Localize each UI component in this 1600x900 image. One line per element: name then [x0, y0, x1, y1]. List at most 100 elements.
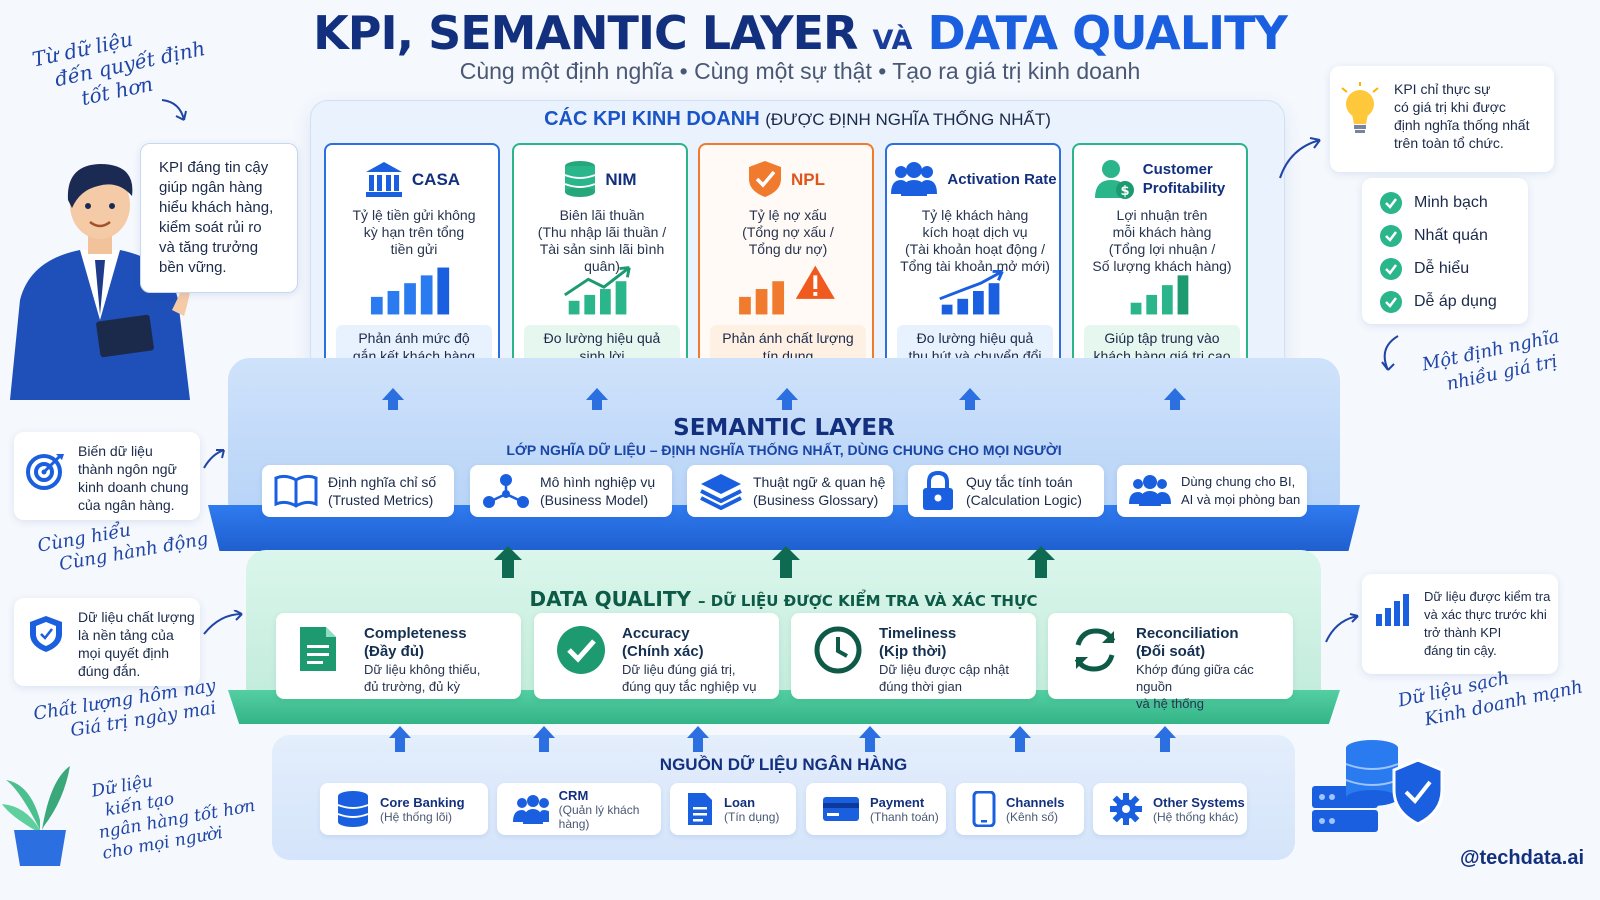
up-arrow-icon — [533, 726, 555, 752]
kpi-foot-line: Đo lường hiệu quả — [543, 330, 661, 346]
kpi-desc-line: (Tổng nợ xấu / — [742, 224, 834, 240]
dq-item-desc: và hệ thống — [1136, 696, 1204, 711]
kpi-description: Tỷ lệ khách hàng kích hoạt dịch vụ (Tài … — [893, 207, 1057, 275]
dq-item-accuracy[interactable]: Accuracy(Chính xác) Dữ liệu đúng giá trị… — [534, 613, 779, 699]
semantic-item-trusted-metrics[interactable]: Định nghĩa chỉ số(Trusted Metrics) — [262, 465, 454, 517]
source-crm[interactable]: CRM(Quản lý khách hàng) — [497, 783, 661, 835]
up-arrow-icon — [382, 388, 404, 410]
sync-icon — [1074, 628, 1116, 672]
semantic-item-sublabel: (Calculation Logic) — [966, 492, 1082, 508]
checklist-item: Minh bạch — [1380, 186, 1528, 219]
note-line: trên toàn tổ chức. — [1394, 135, 1504, 151]
bank-icon — [365, 162, 402, 197]
up-arrow-icon — [687, 726, 709, 752]
source-other-systems[interactable]: Other Systems(Hệ thống khác) — [1093, 783, 1247, 835]
dq-item-desc: đủ trường, đủ kỳ — [364, 679, 460, 694]
kpi-name-line2: Profitability — [1142, 180, 1226, 197]
title-part1: KPI, SEMANTIC LAYER — [313, 6, 858, 60]
semantic-item-label: Mô hình nghiệp vụ — [540, 474, 656, 490]
dq-item-desc: Dữ liệu được cập nhật — [879, 662, 1009, 677]
source-name: Channels — [1006, 794, 1065, 810]
kpi-title-suffix: (ĐƯỢC ĐỊNH NGHĨA THỐNG NHẤT) — [765, 110, 1051, 129]
check-circle-icon — [1380, 290, 1402, 313]
note-quality-foundation: Dữ liệu chất lượng là nền tảng của mọi q… — [14, 598, 200, 686]
source-loan[interactable]: Loan(Tín dụng) — [670, 783, 796, 835]
dq-item-desc: đúng quy tắc nghiệp vụ — [622, 679, 757, 694]
flow-arrows — [494, 546, 1055, 578]
page-title: KPI, SEMANTIC LAYER VÀ DATA QUALITY — [0, 6, 1600, 60]
kpi-card-casa[interactable]: CASA Tỷ lệ tiền gửi không kỳ hạn trên tổ… — [324, 143, 500, 375]
page-subtitle: Cùng một định nghĩa • Cùng một sự thật •… — [459, 58, 1141, 84]
dq-title-main: DATA QUALITY — [529, 587, 691, 611]
semantic-item-business-glossary[interactable]: Thuật ngữ & quan hệ(Business Glossary) — [687, 465, 893, 517]
source-payment[interactable]: Payment(Thanh toán) — [806, 783, 946, 835]
coins-icon — [565, 161, 596, 197]
check-circle-icon — [1380, 191, 1402, 214]
note-line: Dữ liệu được kiểm tra — [1424, 589, 1551, 604]
semantic-item-sublabel: AI và mọi phòng ban — [1181, 492, 1301, 507]
kpi-card-customer-profitability[interactable]: $ Customer Profitability Lợi nhuận trên … — [1072, 143, 1248, 375]
up-arrow-icon — [772, 546, 800, 578]
bar-chart-icon — [1376, 594, 1409, 626]
source-name: Loan — [724, 794, 756, 810]
kpi-title-main: CÁC KPI KINH DOANH — [544, 108, 760, 130]
semantic-item-business-model[interactable]: Mô hình nghiệp vụ(Business Model) — [470, 465, 672, 517]
card-icon — [823, 797, 859, 821]
gear-icon — [1110, 793, 1142, 825]
dq-item-name: Accuracy — [622, 625, 690, 642]
risk-chart-icon — [739, 265, 835, 315]
source-subtitle: (Hệ thống khác) — [1153, 809, 1239, 824]
arrow-icon — [1325, 613, 1359, 643]
kpi-card-activation-rate[interactable]: Activation Rate Tỷ lệ khách hàng kích ho… — [885, 143, 1061, 375]
dq-item-completeness[interactable]: Completeness(Đầy đủ) Dữ liệu không thiếu… — [276, 613, 521, 699]
speech-line: KPI đáng tin cậy — [159, 159, 269, 176]
data-quality-title: DATA QUALITY – DỮ LIỆU ĐƯỢC KIỂM TRA VÀ … — [246, 587, 1321, 611]
dq-item-reconciliation[interactable]: Reconciliation(Đối soát) Khớp đúng giữa … — [1048, 613, 1293, 711]
kpi-desc-line: tiền gửi — [390, 241, 438, 257]
kpi-description: Tỷ lệ tiền gửi không kỳ hạn trên tổng ti… — [332, 207, 496, 258]
source-name: CRM — [558, 787, 589, 803]
kpi-foot-line: Đo lường hiệu quả — [916, 330, 1034, 346]
checklist: Minh bạch Nhất quán Dễ hiểu Dễ áp dụng — [1362, 178, 1528, 324]
kpi-desc-line: (Tài khoản hoạt động / — [904, 241, 1046, 257]
kpi-card-nim[interactable]: NIM Biên lãi thuần (Thu nhập lãi thuần /… — [512, 143, 688, 375]
kpi-desc-line: Tài sản sinh lãi bình quân) — [539, 241, 665, 274]
source-name: Core Banking — [380, 794, 465, 810]
speech-line: hiểu khách hàng, — [159, 199, 274, 216]
dq-item-name: Reconciliation — [1136, 625, 1239, 642]
note-line: của ngân hàng. — [78, 497, 175, 513]
note-line: mọi quyết định — [78, 645, 170, 661]
kpi-desc-line: kích hoạt dịch vụ — [922, 224, 1028, 240]
source-subtitle: (Kênh số) — [1006, 809, 1059, 824]
note-line: đúng đắn. — [78, 663, 141, 679]
kpi-foot-line: Phản ánh chất lượng — [722, 330, 854, 346]
note-line: và xác thực trước khi — [1424, 607, 1547, 622]
check-circle-icon — [557, 626, 605, 674]
semantic-item-calculation-logic[interactable]: Quy tắc tính toán(Calculation Logic) — [908, 465, 1104, 517]
kpi-name: NPL — [791, 169, 825, 189]
curved-arrow-icon — [161, 99, 187, 121]
semantic-item-shared-use[interactable]: Dùng chung cho BI,AI và mọi phòng ban — [1117, 465, 1307, 517]
semantic-layer-subtitle: LỚP NGHĨA DỮ LIỆU – ĐỊNH NGHĨA THỐNG NHẤ… — [506, 442, 1062, 458]
flow-arrows — [382, 388, 1186, 410]
plant-illustration — [2, 766, 70, 866]
kpi-desc-line: Biên lãi thuần — [559, 207, 645, 223]
semantic-item-label: Thuật ngữ & quan hệ — [753, 474, 886, 490]
note-line: kinh doanh chung — [78, 479, 189, 495]
check-circle-icon — [1380, 224, 1402, 247]
kpi-name: CASA — [411, 169, 461, 189]
source-channels[interactable]: Channels(Kênh số) — [956, 783, 1084, 835]
kpi-card-npl[interactable]: NPL Tỷ lệ nợ xấu (Tổng nợ xấu / Tổng dư … — [698, 143, 874, 375]
handwritten-note-bottom-left: Dữ liệu kiến tạo ngân hàng tốt hơn cho m… — [90, 755, 260, 865]
kpi-desc-line: Tỷ lệ nợ xấu — [749, 207, 827, 223]
kpi-desc-line: Tổng tài khoản mở mới) — [900, 258, 1050, 274]
growth-chart-icon — [564, 266, 631, 315]
note-kpi-definition: KPI chỉ thực sự có giá trị khi được định… — [1330, 66, 1554, 172]
user-dollar-icon: $ — [1094, 160, 1134, 199]
source-core-banking[interactable]: Core Banking(Hệ thống lõi) — [320, 783, 488, 835]
dq-item-name-vi: (Chính xác) — [622, 643, 704, 660]
dq-item-desc: Dữ liệu đúng giá trị, — [622, 662, 736, 677]
dq-item-timeliness[interactable]: Timeliness(Kịp thời) Dữ liệu được cập nh… — [791, 613, 1036, 699]
title-and: VÀ — [872, 25, 913, 56]
shield-check-icon — [749, 161, 781, 197]
